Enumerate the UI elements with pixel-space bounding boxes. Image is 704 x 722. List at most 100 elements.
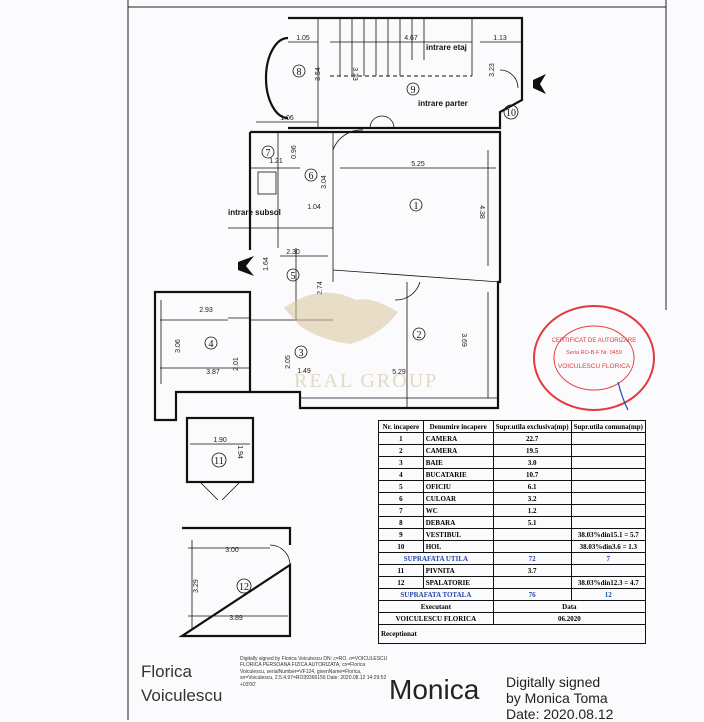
room-2-number: 2 (417, 330, 422, 341)
signature-florica: Florica Voiculescu (141, 660, 222, 708)
executant-row: VOICULESCU FLORICA 06.2020 (378, 612, 647, 625)
cell-common (570, 480, 647, 493)
cell-excl: 1.2 (492, 504, 572, 517)
upper-block (264, 16, 546, 130)
dim-label: 3.69 (460, 333, 467, 347)
cell-nr: 4 (378, 468, 424, 481)
cell-name: CAMERA (422, 444, 494, 457)
cell-name: HOL (422, 540, 494, 553)
dim-label: 1.04 (307, 204, 321, 211)
dim-label: 1.94 (236, 445, 243, 459)
room-7-number: 7 (266, 148, 271, 159)
dim-label: 1.05 (296, 35, 310, 42)
dim-label: 3.06 (175, 339, 182, 353)
dim-label: 3.89 (229, 615, 243, 622)
dim-label: 1.06 (280, 115, 294, 122)
col-header-name: Denumire incapere (422, 420, 494, 433)
date-label: Data (492, 600, 647, 613)
total-common: 12 (570, 588, 647, 601)
room-1-circle (409, 198, 423, 212)
cell-name: WC (422, 504, 494, 517)
watermark-text: REAL GROUP (294, 370, 439, 392)
room-10-number: 10 (506, 108, 516, 119)
cell-nr: 2 (378, 444, 424, 457)
cell-name: SPALATORIE (422, 576, 494, 589)
dim-label: 2.74 (317, 281, 324, 295)
authorization-stamp: CERTIFICAT DE AUTORIZARE Seria RO-B-F Nr… (533, 305, 655, 411)
cell-common: 38.03%din12.3 = 4.7 (570, 576, 647, 589)
cell-nr: 12 (378, 576, 424, 589)
executant-header-row: Executant Data (378, 600, 647, 613)
dim-label: 5.25 (411, 161, 425, 168)
cell-common (570, 564, 647, 577)
cell-nr: 7 (378, 504, 424, 517)
dim-label: 2.01 (233, 357, 240, 371)
stamp-name: VOICULESCU FLORICA (558, 363, 631, 370)
cell-excl: 5.1 (492, 516, 572, 529)
cell-nr: 6 (378, 492, 424, 505)
cell-name: PIVNITA (422, 564, 494, 577)
dim-label: 2.93 (199, 307, 213, 314)
cell-name: DEBARA (422, 516, 494, 529)
signature-name-line1: Florica (141, 662, 193, 681)
cell-common (570, 504, 647, 517)
cell-nr: 5 (378, 480, 424, 493)
cell-name: BUCATARIE (422, 468, 494, 481)
executant-name: VOICULESCU FLORICA (378, 612, 494, 625)
room-9-number: 9 (411, 85, 416, 96)
room-5-number: 5 (291, 271, 296, 282)
cell-common: 38.03%din3.6 = 1.3 (570, 540, 647, 553)
sig2-line1: Digitally signed (506, 674, 601, 690)
dim-label: 3.04 (321, 175, 328, 189)
dim-label: 3.00 (225, 547, 239, 554)
signature-florica-details: Digitally signed by Florica Voiculescu D… (240, 656, 388, 688)
watermark-emblem (284, 292, 398, 344)
total-exclusive: 76 (492, 588, 572, 601)
executant-date: 06.2020 (492, 612, 647, 625)
cell-nr: 10 (378, 540, 424, 553)
table-header-row: Nr. incapere Denumire incapere Supr.util… (378, 420, 647, 433)
dim-label: 3.54 (315, 67, 322, 81)
subtotal-common: 7 (570, 552, 647, 565)
dim-label: 2.05 (285, 355, 292, 369)
dimension-lines (160, 41, 522, 630)
cell-common: 38.03%din15.1 = 5.7 (570, 528, 647, 541)
cell-common (570, 468, 647, 481)
dim-label: 5.29 (392, 369, 406, 376)
cell-excl (492, 540, 572, 553)
dim-label: 1.21 (269, 158, 283, 165)
cell-name: CAMERA (422, 432, 494, 445)
dim-label: 1.49 (297, 368, 311, 375)
rooms-table: Nr. incapere Denumire incapere Supr.util… (378, 420, 647, 644)
cell-common (570, 444, 647, 457)
cell-excl: 10.7 (492, 468, 572, 481)
dim-label: 0.96 (291, 145, 298, 159)
cell-nr: 8 (378, 516, 424, 529)
stamp-series: Seria RO-B-F Nr. 0459 (566, 350, 622, 356)
room-11-number: 11 (214, 456, 224, 467)
kitchen-block (153, 290, 252, 422)
label-entrance-basement: intrare subsol (228, 208, 281, 217)
cell-name: BAIE (422, 456, 494, 469)
main-block (228, 115, 502, 410)
subtotal-label: SUPRAFATA UTILA (378, 552, 494, 565)
cell-excl (492, 528, 572, 541)
dim-label: 3.29 (193, 579, 200, 593)
dim-label: 1.90 (213, 437, 227, 444)
col-header-nr: Nr. incapere (378, 420, 424, 433)
label-entrance-ground: intrare parter (418, 99, 468, 108)
cell-nr: 1 (378, 432, 424, 445)
subtotal-row: SUPRAFATA UTILA 72 7 (378, 552, 647, 565)
cell-excl (492, 576, 572, 589)
signature-name-line2: Voiculescu (141, 686, 223, 705)
entrance-arrow-icon (533, 74, 546, 94)
